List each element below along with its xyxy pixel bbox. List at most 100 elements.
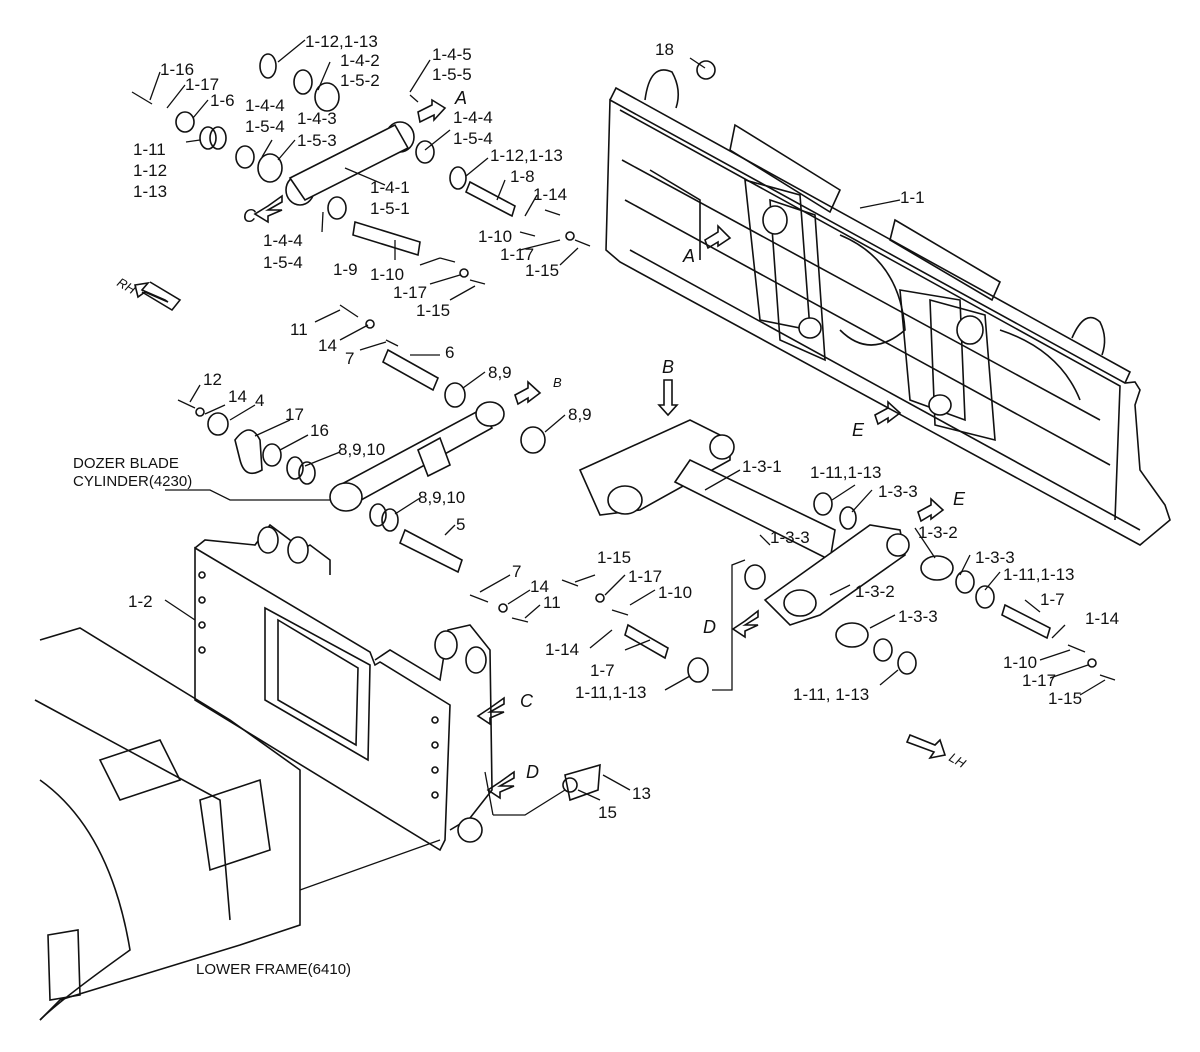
callout-12: 12 <box>203 370 222 389</box>
callout-14-mid: 14 <box>228 387 247 406</box>
callout-1-11-1-13-bot: 1-11, 1-13 <box>793 685 869 704</box>
dozer-cylinder-label: CYLINDER(4230) <box>73 473 192 490</box>
dozer-blade-cylinder <box>329 401 505 512</box>
dozer-frame <box>194 523 493 852</box>
callout-1-17-a: 1-17 <box>500 245 534 264</box>
callout-1-13: 1-13 <box>133 182 167 201</box>
callout-1-5-4-c: 1-5-4 <box>263 253 303 272</box>
callout-1-3-3-d: 1-3-3 <box>898 607 938 626</box>
callout-1-12-1-13-mid: 1-12,1-13 <box>490 146 563 165</box>
arrow-d-mid <box>731 609 759 639</box>
callout-1-14: 1-14 <box>533 185 567 204</box>
callout-1-5-1: 1-5-1 <box>370 199 410 218</box>
lower-frame <box>34 627 441 1021</box>
callout-1-5-5: 1-5-5 <box>432 65 472 84</box>
view-letter-c-mid: C <box>520 691 534 711</box>
direction-rh: RH <box>115 275 139 298</box>
callout-1-4-4-c: 1-4-4 <box>263 231 303 250</box>
callout-1-5-3: 1-5-3 <box>297 131 337 150</box>
callout-11-low: 11 <box>543 593 561 612</box>
arrow-e-right <box>917 497 945 523</box>
view-letter-c-top: C <box>243 206 257 226</box>
arrow-a-top <box>417 98 447 124</box>
callout-1-17-r: 1-17 <box>1022 671 1056 690</box>
callout-1-4-3: 1-4-3 <box>297 109 337 128</box>
dozer-blade-label: DOZER BLADE <box>73 455 179 472</box>
callout-17: 17 <box>285 405 304 424</box>
callout-1-7-r: 1-7 <box>1040 590 1065 609</box>
lower-frame-label: LOWER FRAME(6410) <box>196 961 351 978</box>
arrow-d-low <box>486 770 515 800</box>
callout-labels: 1-12,1-13 1-16 1-17 1-6 1-11 1-12 1-13 1… <box>73 32 1119 978</box>
view-letter-d-mid: D <box>703 617 716 637</box>
callout-1-15-b: 1-15 <box>416 301 450 320</box>
callout-5: 5 <box>456 515 465 534</box>
callout-1-15-c: 1-15 <box>597 548 631 567</box>
callout-1-17: 1-17 <box>185 75 219 94</box>
callout-1-2: 1-2 <box>128 592 153 611</box>
arrow-e-mid <box>874 400 902 426</box>
callout-16: 16 <box>310 421 329 440</box>
arrow-b-small <box>514 380 542 406</box>
view-letter-a-mid: A <box>682 246 695 266</box>
view-letter-e-right: E <box>953 489 966 509</box>
callout-1-4-5: 1-4-5 <box>432 45 472 64</box>
callout-7-mid: 7 <box>512 562 521 581</box>
direction-lh: LH <box>947 750 969 772</box>
callout-1-3-2-b: 1-3-2 <box>855 582 895 601</box>
callout-1-4-2: 1-4-2 <box>340 51 380 70</box>
view-arrows <box>134 98 947 800</box>
callout-6: 6 <box>445 343 454 362</box>
callout-11-top: 11 <box>290 320 308 339</box>
callout-14-top: 14 <box>318 336 337 355</box>
callout-8-9-a: 8,9 <box>488 363 512 382</box>
callout-1-14-r: 1-14 <box>1085 609 1119 628</box>
arrow-c-top <box>253 194 283 224</box>
rh-arrow <box>134 281 169 303</box>
callout-1-16: 1-16 <box>160 60 194 79</box>
callout-13: 13 <box>632 784 651 803</box>
lh-arrow <box>905 733 947 760</box>
callout-1-11-1-13-r2: 1-11,1-13 <box>1003 565 1075 584</box>
arrow-a-mid <box>704 224 732 250</box>
callout-1-12-1-13: 1-12,1-13 <box>305 32 378 51</box>
callout-1-5-4-a: 1-5-4 <box>245 117 285 136</box>
callout-1-12: 1-12 <box>133 161 167 180</box>
callout-1-15-a: 1-15 <box>525 261 559 280</box>
callout-1-17-b: 1-17 <box>393 283 427 302</box>
callout-8-9-10-a: 8,9,10 <box>338 440 385 459</box>
callout-14-low: 14 <box>530 577 549 596</box>
callout-1-3-2-a: 1-3-2 <box>918 523 958 542</box>
callout-1-7-c: 1-7 <box>590 661 615 680</box>
callout-1-10-c: 1-10 <box>658 583 692 602</box>
callout-1-10-r: 1-10 <box>1003 653 1037 672</box>
callout-1-3-3-b: 1-3-3 <box>770 528 810 547</box>
callout-7-top: 7 <box>345 349 354 368</box>
callout-1-4-4-b: 1-4-4 <box>453 108 493 127</box>
leader-lines <box>149 39 1106 816</box>
view-letter-e-mid: E <box>852 420 865 440</box>
rh-arrow-body <box>141 281 182 312</box>
view-letter-d-low: D <box>526 762 539 782</box>
callout-1-9: 1-9 <box>333 260 358 279</box>
callout-1-11-1-13-c: 1-11,1-13 <box>575 683 647 702</box>
view-letter-a-top: A <box>454 88 467 108</box>
callout-1-10-b: 1-10 <box>370 265 404 284</box>
view-letter-b-big: B <box>662 357 674 377</box>
callout-1-17-c: 1-17 <box>628 567 662 586</box>
callout-4: 4 <box>255 391 264 410</box>
callout-8-9-b: 8,9 <box>568 405 592 424</box>
callout-1-11-1-13-r: 1-11,1-13 <box>810 463 882 482</box>
callout-1-4-4-a: 1-4-4 <box>245 96 285 115</box>
callout-1-3-3-a: 1-3-3 <box>878 482 918 501</box>
callout-1-5-2: 1-5-2 <box>340 71 380 90</box>
callout-1-1: 1-1 <box>900 188 925 207</box>
callout-1-6: 1-6 <box>210 91 235 110</box>
callout-1-15-r: 1-15 <box>1048 689 1082 708</box>
callout-1-11: 1-11 <box>133 140 166 159</box>
callout-1-10-a: 1-10 <box>478 227 512 246</box>
callout-15: 15 <box>598 803 617 822</box>
callout-1-3-3-c: 1-3-3 <box>975 548 1015 567</box>
